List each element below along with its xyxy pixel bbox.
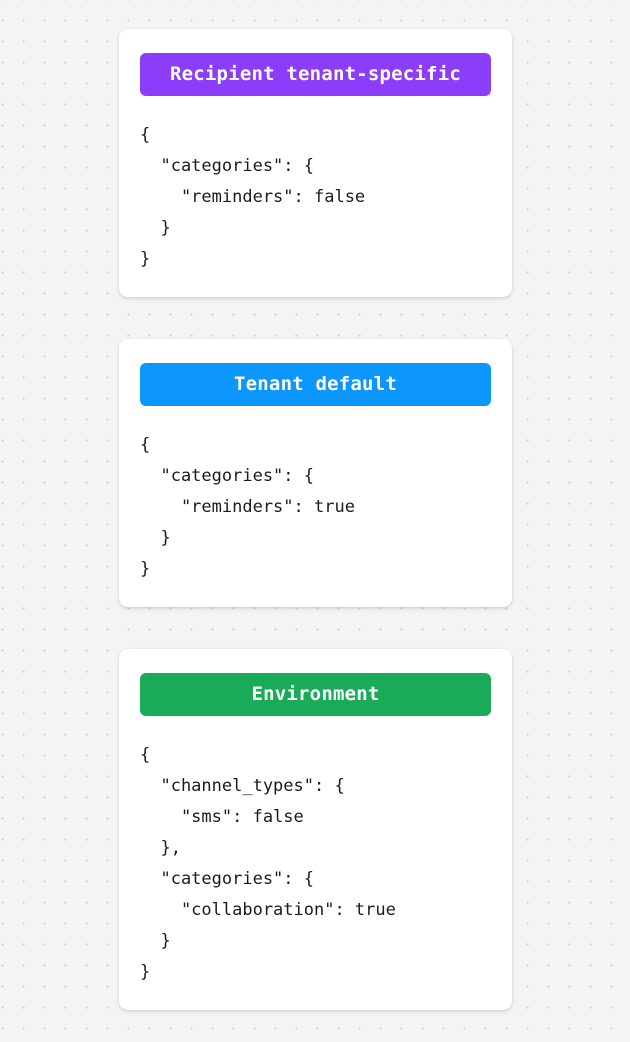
card-badge-tenant-default: Tenant default (140, 363, 491, 406)
preference-card-environment: Environment { "channel_types": { "sms": … (119, 649, 512, 1010)
preference-card-tenant-default: Tenant default { "categories": { "remind… (119, 339, 512, 607)
preference-card-stack: Recipient tenant-specific { "categories"… (119, 29, 512, 1010)
card-code-environment: { "channel_types": { "sms": false }, "ca… (140, 745, 396, 982)
card-badge-environment: Environment (140, 673, 491, 716)
card-badge-recipient-tenant-specific: Recipient tenant-specific (140, 53, 491, 96)
preference-card-recipient-tenant-specific: Recipient tenant-specific { "categories"… (119, 29, 512, 297)
card-code-tenant-default: { "categories": { "reminders": true } } (140, 435, 355, 579)
card-code-recipient-tenant-specific: { "categories": { "reminders": false } } (140, 125, 366, 269)
